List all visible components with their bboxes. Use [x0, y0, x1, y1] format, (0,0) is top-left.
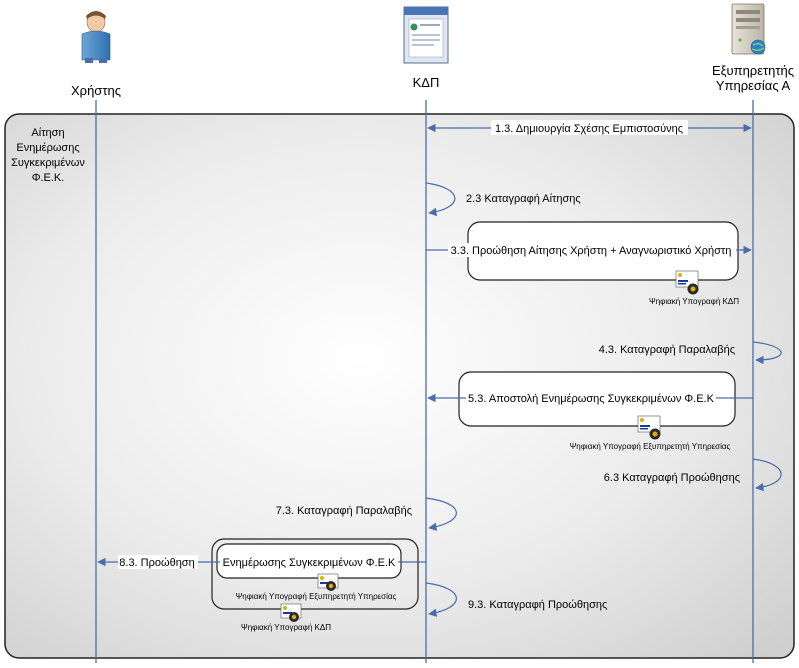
message-label-1: 1.3. Δημιουργία Σχέσης Εμπιστοσύνης	[495, 123, 683, 135]
frame-title-line-3: Συγκεκριμένων	[11, 157, 85, 169]
user-icon	[81, 11, 111, 63]
frame-title-line-1: Αίτηση	[31, 127, 64, 139]
message-label-2: 2.3 Καταγραφή Αίτησης	[466, 193, 581, 205]
frame-title-line-4: Φ.Ε.Κ.	[32, 172, 65, 184]
monitor-icon	[403, 6, 449, 64]
message-label-bg-8	[118, 555, 198, 569]
message-arrow-9	[425, 582, 457, 617]
actor-service-label-line-1: Εξυπηρετητής	[712, 63, 794, 78]
actor-kdp-label: ΚΔΠ	[413, 75, 440, 90]
message-arrow-7	[425, 497, 457, 531]
message-box-8-outer	[211, 538, 419, 610]
message-label-bg-5	[466, 391, 716, 405]
message-label-7: 7.3. Καταγραφή Παραλαβής	[276, 505, 412, 517]
signature-label-1: Ψηφιακή Υπογραφή ΚΔΠ	[649, 297, 739, 306]
message-label-bg-1	[491, 120, 688, 135]
message-label-5: 5.3. Αποστολή Ενημέρωσης Συγκεκριμένων Φ…	[468, 393, 715, 405]
message-arrow-6	[752, 458, 782, 492]
message-label-bg-8b	[220, 555, 398, 569]
message-label-bg-3	[448, 243, 736, 257]
signature-certificate-icon	[637, 415, 661, 440]
signature-certificate-icon	[675, 270, 699, 295]
actor-service-label-line-2: Υπηρεσίας Α	[716, 78, 791, 93]
message-label-4: 4.3. Καταγραφή Παραλαβής	[599, 344, 735, 356]
server-icon	[731, 3, 766, 55]
message-label-3: 3.3. Προώθηση Αίτησης Χρήστη + Αναγνωρισ…	[451, 245, 732, 257]
message-arrow-2	[425, 182, 456, 217]
message-label-6: 6.3 Καταγραφή Προώθησης	[604, 472, 740, 484]
signature-label-2: Ψηφιακή Υπογραφή Εξυπηρετητή Υπηρεσίας	[570, 442, 731, 451]
signature-certificate-icon	[280, 603, 302, 622]
signature-label-3: Ψηφιακή Υπογραφή Εξυπηρετητή Υπηρεσίας	[236, 592, 397, 601]
message-label-8: 8.3. Προώθηση	[119, 557, 194, 569]
message-label-9: 9.3. Καταγραφή Προώθησης	[468, 599, 607, 611]
actor-user-label: Χρήστης	[71, 83, 121, 98]
signature-label-4: Ψηφιακή Υπογραφή ΚΔΠ	[241, 623, 331, 632]
frame-title-line-2: Ενημέρωσης	[16, 142, 79, 154]
signature-certificate-icon	[317, 573, 339, 591]
message-arrow-4	[752, 341, 782, 365]
message-label-8b: Ενημέρωσης Συγκεκριμένων Φ.Ε.Κ	[223, 557, 396, 569]
